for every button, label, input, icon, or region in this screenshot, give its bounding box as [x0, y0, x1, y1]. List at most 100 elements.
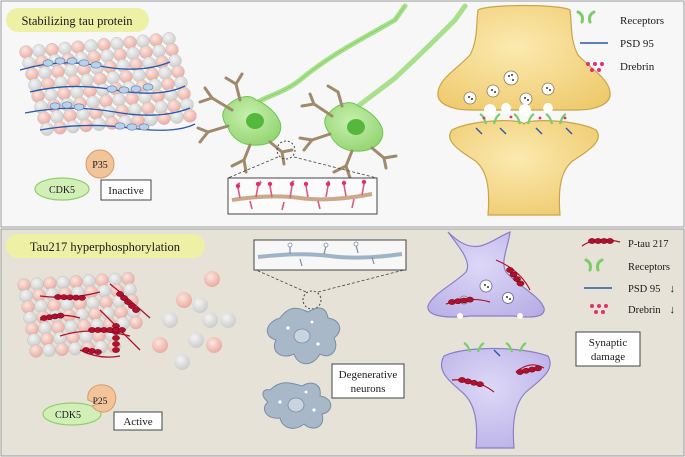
- tubulin-bead: [97, 284, 111, 298]
- ptau-bead: [116, 291, 124, 297]
- degenerate-spine-heads: [287, 241, 359, 248]
- ptau-bead: [606, 238, 614, 244]
- zoom-line-right: [293, 156, 378, 179]
- tubulin-bead: [23, 311, 37, 325]
- legend-bottom: P-tau 217 Receptors PSD 95 ↓ Drebrin ↓: [581, 238, 676, 316]
- tubulin-bead: [53, 331, 67, 346]
- ptau-bead: [118, 327, 126, 333]
- drebrin-dots-healthy: [482, 115, 567, 120]
- ptau-bead: [56, 312, 65, 319]
- tubulin-bead: [40, 332, 54, 346]
- synaptic-damage-line1: Synaptic: [589, 337, 628, 349]
- degenerative-neurons-box: [331, 363, 405, 399]
- presynaptic-terminal-healthy: [437, 4, 611, 111]
- drebrin-dots-icon: [590, 304, 608, 314]
- ptau-bead: [513, 276, 521, 282]
- cdk5-protein-top: [34, 177, 90, 201]
- cleft-bumps-healthy: [484, 103, 553, 116]
- healthy-synapse: [437, 4, 611, 216]
- neuron-2-holes: [278, 390, 316, 412]
- bottom-panel-title: Tau217 hyperphosphorylation: [30, 240, 181, 254]
- tubulin-bead: [68, 341, 82, 356]
- synaptic-damage-box: [575, 331, 641, 367]
- tubulin-bead: [34, 299, 48, 313]
- ptau-bead: [112, 335, 120, 341]
- cleft-bumps-damaged: [457, 313, 523, 319]
- receptor-icon: [576, 10, 596, 24]
- zoom-line-b-left: [255, 269, 307, 293]
- ptau-chain-icon: [581, 238, 621, 247]
- p35-label: P35: [92, 160, 108, 171]
- ptau-bead: [534, 365, 542, 372]
- p25-label: P25: [93, 397, 108, 407]
- top-panel-title: Stabilizing tau protein: [21, 14, 133, 28]
- ptau-synapse-beads: [448, 267, 542, 388]
- degenerate-nucleus-1: [293, 328, 311, 344]
- ptau-bead: [112, 341, 120, 347]
- receptor-icon: [584, 258, 604, 272]
- tubulin-bead: [55, 342, 69, 357]
- ptau-bead: [128, 303, 136, 309]
- tubulin-bead: [38, 321, 52, 335]
- legend-bottom-psd95: PSD 95: [628, 284, 660, 295]
- legend-top-receptors: Receptors: [620, 15, 664, 27]
- vesicle-content-healthy: [468, 74, 551, 101]
- ptau-bead: [112, 347, 120, 353]
- legend-bottom-ptau: P-tau 217: [628, 239, 669, 250]
- postsynaptic-terminal-healthy: [449, 120, 599, 216]
- degenerate-nucleus-2: [287, 397, 305, 413]
- tubulin-bead: [25, 322, 39, 336]
- degenerative-neurons-line2: neurons: [351, 383, 386, 395]
- tubulin-bead: [42, 343, 56, 357]
- tubulin-bead: [19, 289, 33, 303]
- tau-beads: [42, 57, 154, 131]
- legend-top-drebrin: Drebrin: [620, 61, 655, 73]
- tubulin-bead: [183, 109, 197, 123]
- vesicles-healthy: [463, 70, 555, 106]
- tubulin-bead: [84, 285, 98, 299]
- drebrin-down-arrow: ↓: [670, 304, 676, 316]
- zoom-circle-bottom: [302, 290, 322, 310]
- neuron-1-holes: [286, 320, 320, 346]
- cdk5-label-top: CDK5: [49, 185, 75, 196]
- ptau-bead: [506, 267, 514, 273]
- degenerate-dendrite-shaft: [257, 252, 403, 260]
- tubulin-bead: [29, 344, 43, 358]
- spine-heads-top: [235, 179, 367, 189]
- tubulin-bead: [92, 117, 106, 131]
- tubulin-bead: [21, 300, 35, 314]
- inactive-label: Inactive: [108, 185, 144, 197]
- p25-protein: [87, 384, 117, 413]
- zoom-circle-top: [276, 140, 296, 160]
- tubulin-bead: [121, 271, 135, 286]
- tubulin-bead: [86, 296, 100, 310]
- dendrite-shaft: [231, 192, 373, 202]
- zoom-line-left: [227, 156, 279, 179]
- tubulin-bead: [69, 275, 83, 289]
- ptau-bead: [124, 299, 132, 305]
- tubulin-bead: [82, 274, 96, 288]
- legend-top: Receptors PSD 95 Drebrin: [576, 10, 664, 73]
- top-title-pill: [6, 8, 149, 32]
- psd95-down-arrow: ↓: [670, 283, 676, 295]
- psd95-lines-healthy: [475, 127, 573, 135]
- psd95-line-damaged: [493, 349, 501, 357]
- healthy-neuron-left: [196, 3, 408, 174]
- ptau-bead: [516, 280, 525, 287]
- ptau-bead-chains: [40, 291, 140, 355]
- ptau-bead: [120, 295, 128, 301]
- tubulin-bead: [129, 315, 143, 330]
- ptau-bead: [476, 381, 484, 388]
- tubulin-bead: [51, 320, 65, 335]
- tubulin-bead: [123, 282, 137, 297]
- free-tubulin: [152, 271, 236, 370]
- tubulin-bead: [75, 308, 89, 322]
- degenerative-neurons-line1: Degenerative: [339, 369, 398, 381]
- active-box: [113, 411, 163, 431]
- tubulin-bead: [32, 288, 46, 302]
- receptors-healthy: [479, 113, 567, 125]
- legend-bottom-receptors: Receptors: [628, 262, 670, 273]
- tubulin-bead: [95, 273, 109, 287]
